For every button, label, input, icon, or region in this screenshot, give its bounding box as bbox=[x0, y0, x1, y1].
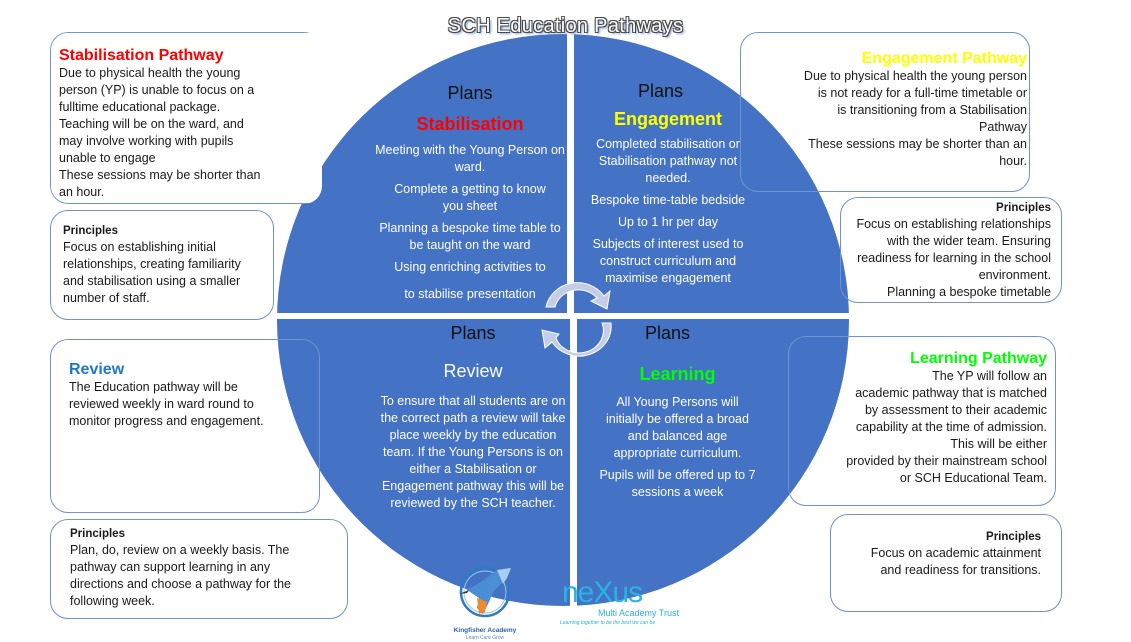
quadrant-item: to stabilise presentation bbox=[404, 287, 536, 301]
nexus-logo: neXus Multi Academy Trust Learning toget… bbox=[560, 578, 685, 627]
box-heading: Principles bbox=[63, 225, 118, 237]
box-line: fulltime educational package. bbox=[59, 100, 221, 114]
nexus-tagline: Learning together to be the best we can … bbox=[560, 620, 656, 626]
box-line: and stabilisation using a smaller bbox=[63, 274, 241, 288]
plans-label: Plans bbox=[645, 323, 691, 343]
box-heading: Engagement Pathway bbox=[861, 50, 1027, 67]
box-line: These sessions may be shorter than bbox=[59, 168, 261, 182]
stabilisation-pathway-content: Stabilisation Pathway Due to physical he… bbox=[50, 32, 382, 204]
box-line: monitor progress and engagement. bbox=[69, 414, 264, 428]
box-line: Focus on academic attainment bbox=[870, 546, 1041, 560]
box-line: is transitioning from a Stabilisation bbox=[837, 103, 1027, 117]
box-line: provided by their mainstream school bbox=[846, 454, 1047, 468]
box-heading: Stabilisation Pathway bbox=[59, 47, 224, 64]
box-line: Focus on establishing initial bbox=[63, 240, 216, 254]
box-line: may involve working with pupils bbox=[59, 134, 234, 148]
box-line: and readiness for transitions. bbox=[880, 563, 1041, 577]
quadrant-review-content: Plans Review To ensure that all students… bbox=[378, 322, 568, 512]
box-line: This will be either bbox=[950, 437, 1047, 451]
box-line: The YP will follow an bbox=[932, 369, 1047, 383]
box-line: directions and choose a pathway for the bbox=[70, 577, 291, 591]
curved-arrow-counterclockwise-icon bbox=[541, 322, 612, 357]
box-heading: Learning Pathway bbox=[910, 350, 1047, 367]
nexus-subtitle: Multi Academy Trust bbox=[597, 608, 679, 618]
learning-principles-box: Principles Focus on academic attainment … bbox=[830, 514, 1062, 612]
quadrant-stabilisation-content: Plans Stabilisation Meeting with the You… bbox=[360, 82, 580, 303]
box-line: Plan, do, review on a weekly basis. The bbox=[70, 543, 290, 557]
page-title: SCH Education Pathways bbox=[447, 15, 684, 37]
review-principles-box: Principles Plan, do, review on a weekly … bbox=[50, 519, 348, 619]
box-line: or SCH Educational Team. bbox=[899, 471, 1047, 485]
quadrant-heading: Learning bbox=[639, 364, 716, 384]
box-line: with the wider team. Ensuring bbox=[887, 234, 1051, 248]
box-heading: Review bbox=[69, 361, 125, 378]
quadrant-item: Planning a bespoke time table to be taug… bbox=[379, 221, 561, 252]
plans-label: Plans bbox=[638, 81, 684, 101]
box-line: academic pathway that is matched bbox=[855, 386, 1047, 400]
quadrant-item: To ensure that all students are on the c… bbox=[380, 394, 566, 510]
kingfisher-name: Kingfisher Academy bbox=[453, 627, 517, 634]
quadrant-item: Completed stabilisation or Stabilisation… bbox=[596, 137, 740, 185]
engagement-pathway-box: Engagement Pathway Due to physical healt… bbox=[740, 32, 1030, 192]
quadrant-item: Up to 1 hr per day bbox=[617, 215, 719, 229]
box-line: by assessment to their academic bbox=[864, 403, 1047, 417]
box-line: The Education pathway will be bbox=[69, 380, 238, 394]
quadrant-item: Pupils will be offered up to 7 sessions … bbox=[599, 468, 756, 499]
box-line: unable to engage bbox=[59, 151, 156, 165]
review-box: Review The Education pathway will be rev… bbox=[50, 339, 320, 513]
engagement-principles-box: Principles Focus on establishing relatio… bbox=[840, 197, 1062, 303]
box-line: hour. bbox=[999, 154, 1027, 168]
box-line: readiness for learning in the school bbox=[857, 251, 1051, 265]
box-heading: Principles bbox=[70, 528, 125, 540]
quadrant-item: Using enriching activities to bbox=[394, 260, 546, 274]
nexus-name: neXus bbox=[562, 576, 643, 609]
box-line: following week. bbox=[70, 594, 155, 608]
box-line: Pathway bbox=[979, 120, 1027, 134]
box-heading: Principles bbox=[986, 531, 1041, 543]
quadrant-heading: Review bbox=[443, 361, 503, 381]
stabilisation-principles-box: Principles Focus on establishing initial… bbox=[50, 210, 274, 320]
kingfisher-academy-logo: Kingfisher Academy Learn Care Grow bbox=[445, 562, 525, 642]
box-line: environment. bbox=[978, 268, 1051, 282]
box-line: reviewed weekly in ward round to bbox=[69, 397, 254, 411]
plans-label: Plans bbox=[447, 83, 493, 103]
box-line: an hour. bbox=[59, 185, 105, 199]
quadrant-item: Subjects of interest used to construct c… bbox=[592, 237, 744, 285]
kingfisher-tagline: Learn Care Grow bbox=[465, 635, 505, 641]
quadrant-learning-content: Plans Learning All Young Persons will in… bbox=[590, 322, 765, 501]
learning-pathway-box: Learning Pathway The YP will follow an a… bbox=[788, 336, 1056, 506]
box-line: is not ready for a full-time timetable o… bbox=[817, 86, 1027, 100]
box-heading: Principles bbox=[996, 202, 1051, 214]
box-line: pathway can support learning in any bbox=[70, 560, 271, 574]
box-line: Due to physical health the young bbox=[59, 66, 241, 80]
quadrant-item: Bespoke time-table bedside bbox=[590, 193, 746, 207]
quadrant-item: Meeting with the Young Person on ward. bbox=[375, 143, 565, 174]
box-line: These sessions may be shorter than an bbox=[808, 137, 1027, 151]
plans-label: Plans bbox=[450, 323, 496, 343]
box-line: Planning a bespoke timetable bbox=[886, 285, 1051, 299]
box-line: person (YP) is unable to focus on a bbox=[59, 83, 255, 97]
quadrant-heading: Engagement bbox=[613, 109, 723, 129]
box-line: capability at the time of admission. bbox=[855, 420, 1047, 434]
box-line: Focus on establishing relationships bbox=[856, 217, 1051, 231]
quadrant-heading: Stabilisation bbox=[416, 114, 524, 134]
stabilisation-pathway-box bbox=[50, 32, 322, 204]
curved-arrow-clockwise-icon bbox=[545, 282, 611, 310]
box-line: Teaching will be on the ward, and bbox=[59, 117, 244, 131]
quadrant-item: Complete a getting to know you sheet bbox=[394, 182, 546, 213]
quadrant-item: All Young Persons will initially be offe… bbox=[606, 395, 749, 460]
box-line: Due to physical health the young person bbox=[803, 69, 1027, 83]
box-line: number of staff. bbox=[63, 291, 150, 305]
quadrant-engagement-content: Plans Engagement Completed stabilisation… bbox=[578, 80, 758, 287]
box-line: relationships, creating familiarity bbox=[63, 257, 241, 271]
kingfisher-bird-icon bbox=[459, 566, 511, 618]
